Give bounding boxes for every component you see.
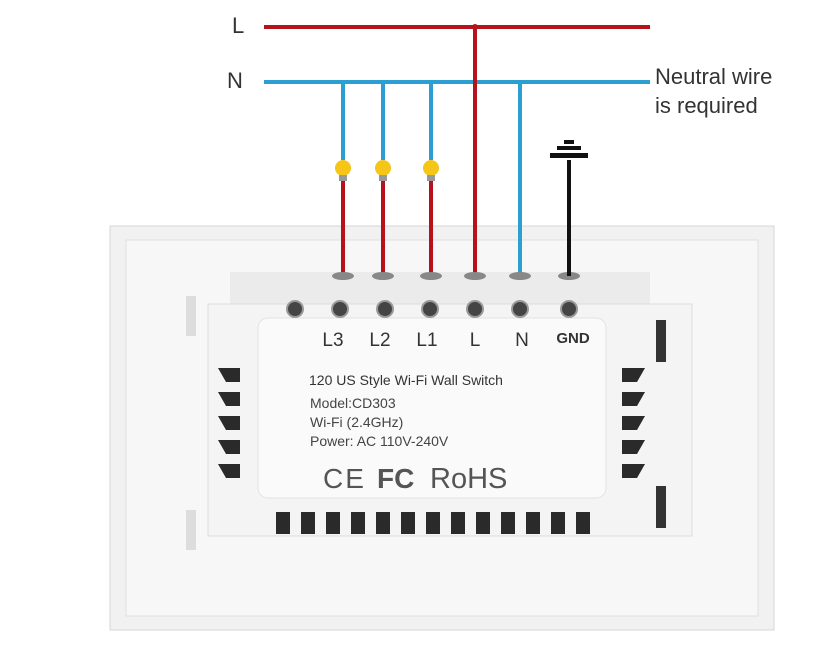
terminal-screw: [376, 300, 394, 318]
vent-slot: [551, 512, 565, 534]
vent-slot: [351, 512, 365, 534]
vent-slot: [218, 368, 240, 382]
terminal-label-l1: L1: [416, 330, 437, 351]
vent-slot: [301, 512, 315, 534]
vent-slot: [576, 512, 590, 534]
terminal-screw-top: [332, 272, 354, 280]
vent-slot: [276, 512, 290, 534]
fcc-mark: FC: [377, 463, 414, 494]
bulb-base: [379, 175, 387, 181]
vent-slot: [476, 512, 490, 534]
terminal-screw-top: [372, 272, 394, 280]
label-wifi: Wi-Fi (2.4GHz): [310, 414, 403, 430]
neutral-note-line2: is required: [655, 93, 758, 118]
vents: [218, 368, 645, 534]
vent-slot: [622, 464, 645, 478]
terminal-label-n: N: [515, 330, 529, 351]
ground-icon: [550, 140, 588, 276]
terminal-screw-top: [509, 272, 531, 280]
junction: [472, 24, 478, 30]
terminal-screw: [560, 300, 578, 318]
terminal-screw: [421, 300, 439, 318]
vent-slot: [622, 416, 645, 430]
neutral-note-line1: Neutral wire: [655, 64, 772, 89]
terminal-screw-top: [464, 272, 486, 280]
rohs-mark: RoHS: [430, 463, 507, 495]
vent-slot: [426, 512, 440, 534]
vent-slot: [526, 512, 540, 534]
terminal-screw: [331, 300, 349, 318]
terminal-screws: [286, 300, 578, 318]
terminal-screw: [466, 300, 484, 318]
terminal-label-gnd: GND: [556, 330, 590, 347]
vent-slot: [451, 512, 465, 534]
terminal-screw: [511, 300, 529, 318]
label-title: 120 US Style Wi-Fi Wall Switch: [309, 372, 503, 388]
vent-slot: [622, 368, 645, 382]
vent-slot: [622, 392, 645, 406]
clip: [186, 510, 196, 550]
live-label: L: [232, 13, 244, 38]
clip: [186, 296, 196, 336]
vent-slot: [622, 440, 645, 454]
ce-mark: CE: [323, 463, 366, 494]
terminal-label-l3: L3: [322, 330, 343, 351]
vent-slot: [218, 464, 240, 478]
terminal-label-l2: L2: [369, 330, 390, 351]
wire-drops: [332, 24, 580, 280]
label-power: Power: AC 110V-240V: [310, 433, 449, 449]
vent-slot: [218, 440, 240, 454]
vent-slot: [401, 512, 415, 534]
bulb-icon: [375, 160, 391, 176]
clip: [656, 320, 666, 362]
vent-slot: [376, 512, 390, 534]
terminal-screw-top: [420, 272, 442, 280]
bulb-base: [427, 175, 435, 181]
vent-slot: [218, 392, 240, 406]
vent-slot: [501, 512, 515, 534]
bulb-icon: [335, 160, 351, 176]
label-panel: [257, 317, 607, 499]
bulb-base: [339, 175, 347, 181]
vent-slot: [218, 416, 240, 430]
clip: [656, 486, 666, 528]
label-model: Model:CD303: [310, 395, 396, 411]
vent-slot: [326, 512, 340, 534]
neutral-label: N: [227, 68, 243, 93]
terminal-label-l: L: [470, 330, 481, 351]
bulb-icon: [423, 160, 439, 176]
terminal-screw: [286, 300, 304, 318]
